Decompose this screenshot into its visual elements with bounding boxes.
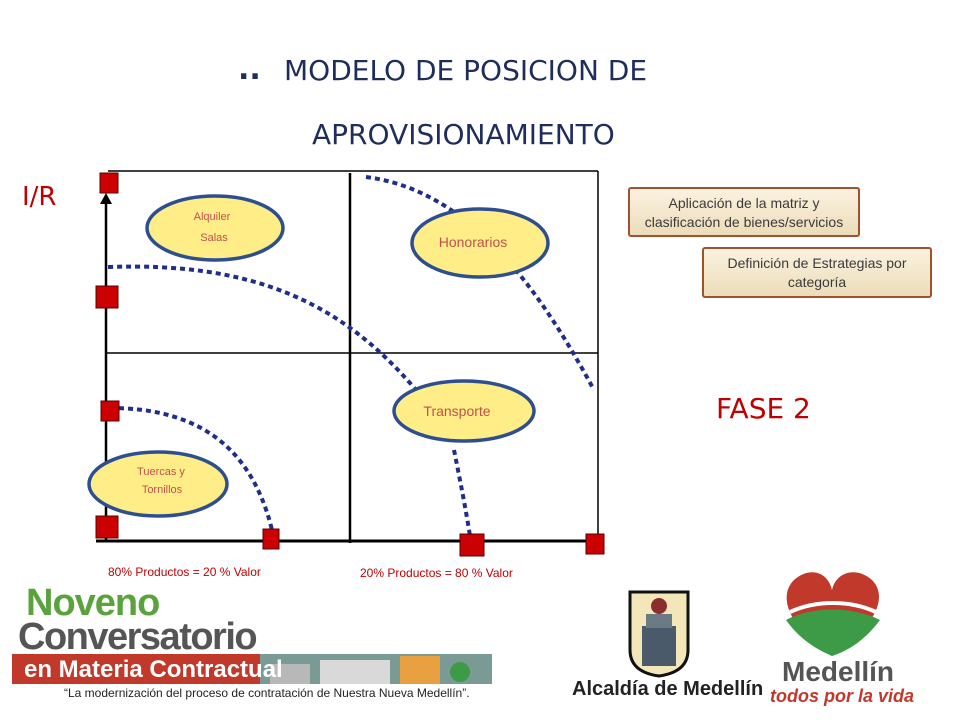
marker-y-upper [95, 285, 119, 309]
medellin-logo-text: Medellín [782, 656, 895, 687]
alcaldia-logo-text: Alcaldía de Medellín [572, 678, 764, 700]
matrix-classification-box: Aplicación de la matriz y clasificación … [628, 187, 860, 237]
marker-x-middle [459, 533, 485, 557]
marker-x-left [262, 528, 280, 550]
marker-y-lower [100, 400, 120, 422]
marker-x-right [585, 533, 605, 555]
marker-y-bottom [95, 515, 119, 539]
oval-tuercas-line1: Tuercas y [137, 466, 185, 478]
phase-label: FASE 2 [716, 392, 811, 425]
strategies-definition-box: Definición de Estrategias por categoría [702, 247, 932, 298]
city-building-icon [270, 656, 470, 684]
banner-noveno: Noveno [26, 582, 160, 624]
oval-honorarios [410, 207, 550, 279]
medellin-logo-subtitle: todos por la vida [770, 686, 915, 706]
banner-quote: “La modernización del proceso de contrat… [64, 686, 470, 700]
oval-honorarios-label: Honorarios [439, 234, 507, 250]
oval-alquiler-salas [145, 194, 285, 262]
y-axis-label: I/R [22, 182, 57, 212]
oval-alquiler-line2: Salas [200, 232, 228, 244]
dashed-curve-top-left [107, 264, 418, 392]
oval-transporte [392, 379, 536, 443]
oval-tuercas-line2: Tornillos [142, 484, 183, 496]
alcaldia-shield-icon [628, 590, 690, 678]
banner-city-strip [260, 654, 492, 684]
y-axis-arrow [100, 193, 112, 204]
page-title-line2: APROVISIONAMIENTO [312, 118, 615, 151]
dashed-curve-bottom-left [109, 406, 274, 531]
medellin-heart-icon [786, 572, 880, 656]
marker-y-top [99, 172, 119, 194]
oval-transporte-label: Transporte [423, 403, 490, 419]
caption-left: 80% Productos = 20 % Valor [108, 565, 261, 579]
title-bullet: .. [238, 52, 261, 87]
oval-alquiler-line1: Alquiler [194, 211, 231, 223]
event-banner: Noveno Conversatorio en Materia Contract… [12, 582, 504, 720]
banner-red-strip [12, 654, 260, 684]
oval-tuercas-tornillos [87, 450, 229, 518]
banner-materia: en Materia Contractual [24, 656, 283, 683]
dashed-curve-bottom-right [452, 449, 472, 537]
page-title-line1: MODELO DE POSICION DE [284, 54, 648, 87]
banner-conversatorio: Conversatorio [18, 616, 258, 658]
caption-right: 20% Productos = 80 % Valor [360, 566, 513, 580]
